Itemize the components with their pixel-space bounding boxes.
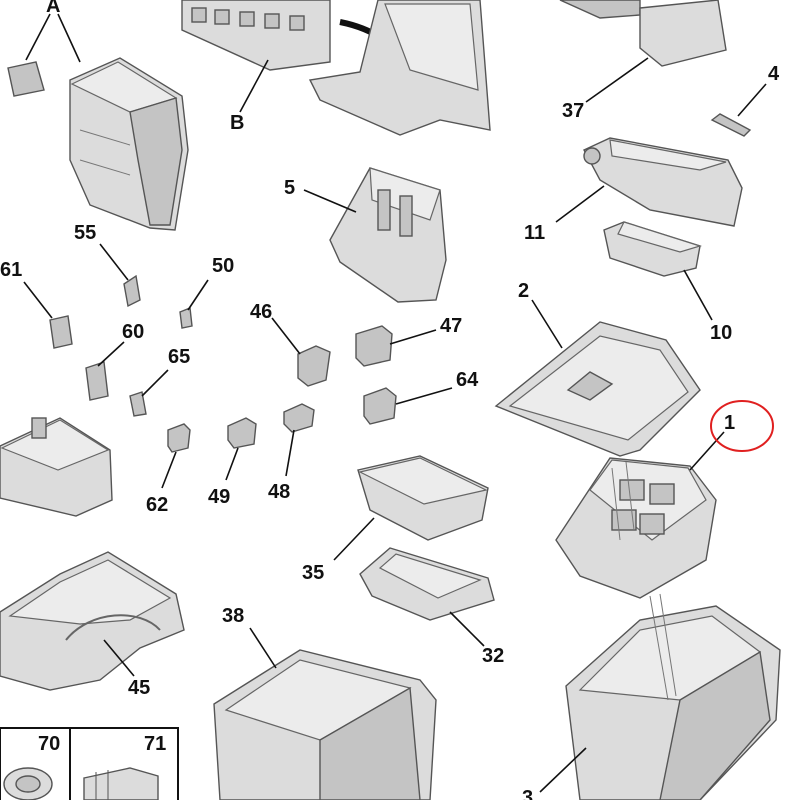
label-38: 38 <box>222 605 245 627</box>
label-a: A <box>46 0 61 17</box>
part-62-relay <box>167 423 191 453</box>
part-4-fuse <box>710 113 752 137</box>
part-61-fuse <box>49 315 73 349</box>
label-65: 65 <box>168 346 191 368</box>
label-50: 50 <box>212 255 235 277</box>
part-a-fuse-bracket <box>69 57 189 231</box>
part-46-relay <box>297 345 331 387</box>
label-2: 2 <box>518 280 530 302</box>
label-48: 48 <box>268 481 291 503</box>
label-32: 32 <box>482 645 505 667</box>
part-60-fuse <box>85 361 109 401</box>
part-fuse-block-left <box>0 417 113 517</box>
part-49-relay <box>227 417 257 449</box>
leader-lines <box>23 13 767 793</box>
label-47: 47 <box>440 315 463 337</box>
part-35-cover <box>357 455 489 541</box>
label-10: 10 <box>710 322 733 344</box>
label-3: 3 <box>522 787 534 800</box>
label-45: 45 <box>128 677 151 699</box>
label-49: 49 <box>208 486 231 508</box>
part-1-fuse-box <box>555 457 717 599</box>
part-32-board <box>359 547 495 621</box>
part-45-tray <box>0 551 185 691</box>
label-60: 60 <box>122 321 145 343</box>
part-37-cover <box>559 0 727 67</box>
label-55: 55 <box>74 222 97 244</box>
part-11-cover <box>583 137 743 227</box>
label-70: 70 <box>38 733 61 755</box>
part-a-small-cover <box>7 61 45 97</box>
label-61: 61 <box>0 259 23 281</box>
label-71: 71 <box>144 733 167 755</box>
part-65-fuse <box>129 391 147 417</box>
label-1: 1 <box>724 412 736 434</box>
part-5-bracket <box>329 167 447 303</box>
label-5: 5 <box>284 177 296 199</box>
part-10-module <box>603 221 703 277</box>
label-b: B <box>230 112 245 134</box>
part-2-lid <box>494 321 701 457</box>
part-harness-bracket <box>308 0 491 136</box>
label-11: 11 <box>524 222 546 244</box>
label-46: 46 <box>250 301 273 323</box>
highlight-circle <box>710 400 774 452</box>
part-64-relay <box>363 387 397 425</box>
part-55-fuse <box>123 274 141 308</box>
part-48-relay <box>283 403 315 433</box>
part-3-tray <box>565 605 781 800</box>
part-b-connector-block <box>181 0 331 71</box>
label-62: 62 <box>146 494 169 516</box>
label-35: 35 <box>302 562 325 584</box>
label-64: 64 <box>456 369 479 391</box>
part-38-battery-tray <box>213 649 437 800</box>
label-4: 4 <box>768 63 780 85</box>
part-50-fuse <box>179 307 193 329</box>
box-71 <box>69 727 179 800</box>
part-47-relay <box>355 325 393 367</box>
label-37: 37 <box>562 100 585 122</box>
